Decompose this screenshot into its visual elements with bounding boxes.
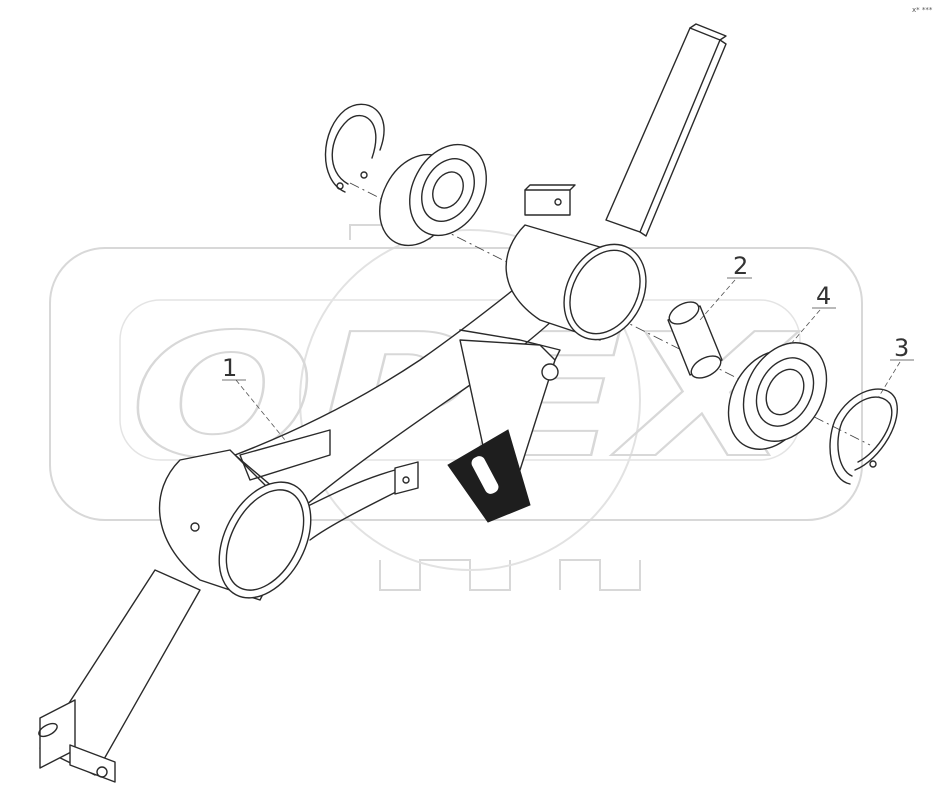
bearing-part-4 bbox=[727, 342, 828, 450]
callout-1: 1 bbox=[222, 354, 237, 382]
clamp-bracket bbox=[447, 339, 559, 523]
arm-tab bbox=[394, 461, 419, 495]
leader-2 bbox=[699, 279, 736, 321]
leader-1 bbox=[235, 379, 286, 441]
leader-4 bbox=[789, 309, 821, 346]
leader-3 bbox=[877, 361, 901, 399]
sleeve-part-2 bbox=[667, 301, 723, 379]
upper-bearing bbox=[379, 143, 487, 247]
corner-mark: x* *** bbox=[912, 6, 933, 14]
lower-shaft bbox=[38, 569, 201, 783]
upper-retaining-ring bbox=[324, 103, 385, 193]
upper-hub bbox=[505, 184, 647, 341]
upper-shaft bbox=[605, 23, 727, 237]
lower-hub bbox=[158, 429, 331, 601]
watermark-frame bbox=[49, 247, 863, 521]
callout-4: 4 bbox=[816, 282, 831, 310]
callout-3: 3 bbox=[894, 334, 909, 362]
callout-2: 2 bbox=[733, 252, 748, 280]
retaining-ring-part-3 bbox=[829, 388, 898, 485]
